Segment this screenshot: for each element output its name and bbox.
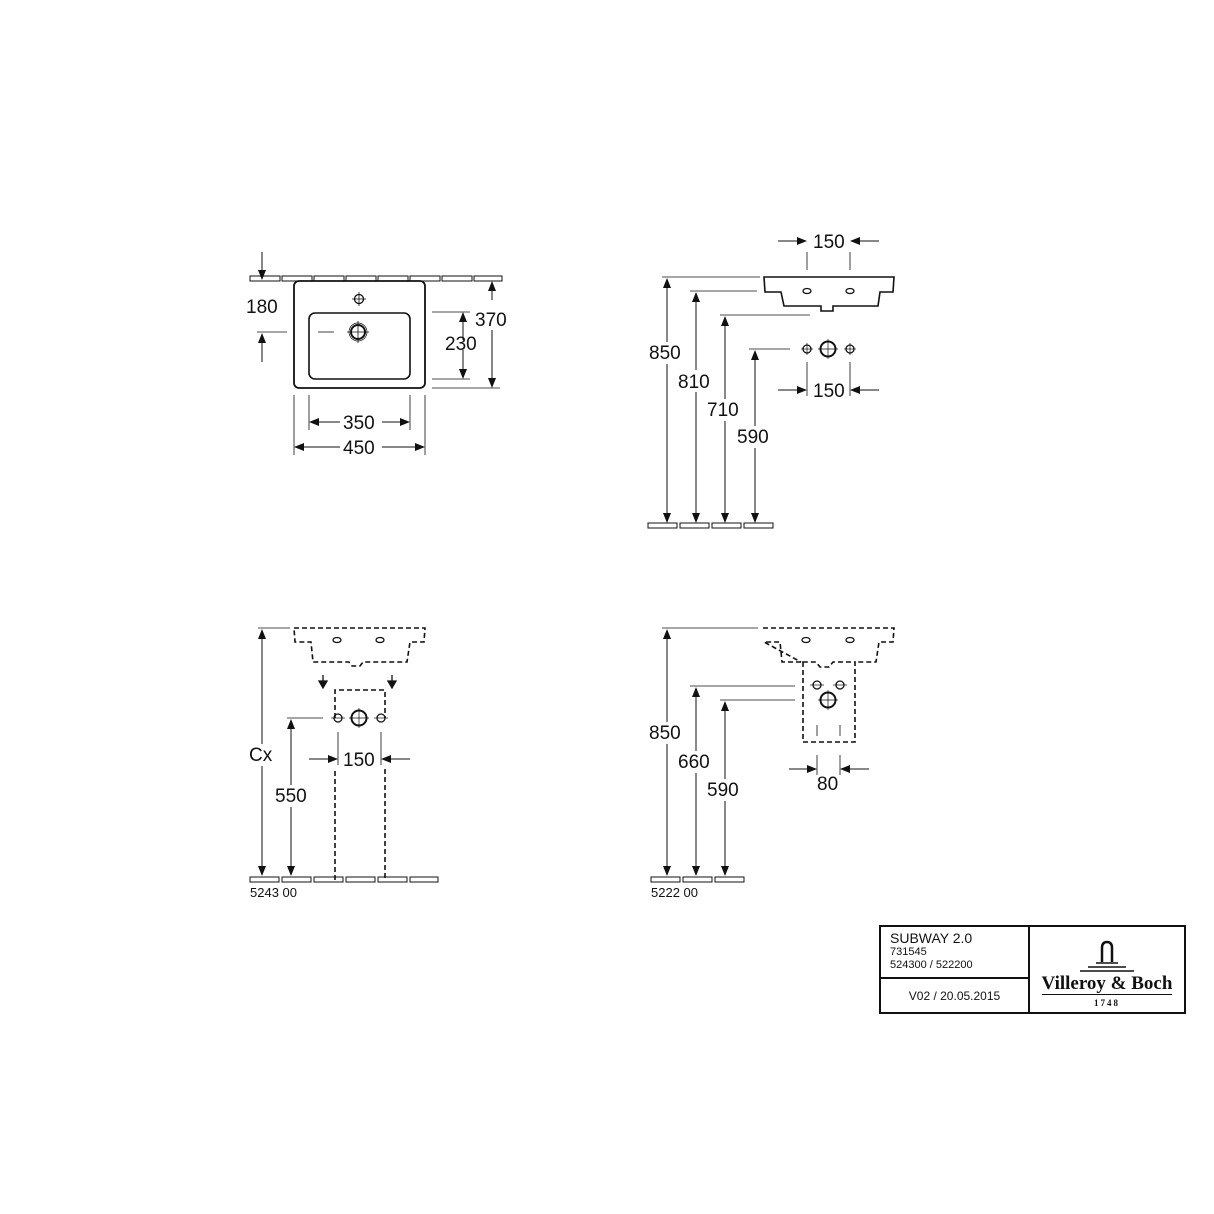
semi-pedestal-dashed xyxy=(802,661,856,743)
tap-arch-logo-icon xyxy=(1080,940,1134,972)
basin-dashed xyxy=(763,627,895,663)
dim-180: 180 xyxy=(246,297,278,318)
semi-pedestal-view xyxy=(650,627,895,883)
arrow-down-left xyxy=(317,675,329,690)
dim-590-semi: 590 xyxy=(707,780,739,801)
dim-80: 80 xyxy=(817,774,838,795)
brand-year: 1748 xyxy=(1094,998,1120,1008)
dim-550: 550 xyxy=(275,786,307,807)
dim-150-pedestal: 150 xyxy=(343,750,375,771)
basin-profile xyxy=(763,276,895,312)
dim-850: 850 xyxy=(649,343,681,364)
article-number: 731545 xyxy=(890,946,927,958)
brand-name: Villeroy & Boch xyxy=(1041,973,1173,995)
dim-450: 450 xyxy=(343,438,375,459)
dim-660: 660 xyxy=(678,752,710,773)
dim-150-bottom: 150 xyxy=(813,381,845,402)
dim-cx: Cx xyxy=(249,745,273,766)
bowl-outline xyxy=(308,312,411,380)
basin-dashed xyxy=(293,627,426,667)
basin-outline xyxy=(293,280,426,389)
pedestal-product-code: 5243 00 xyxy=(250,885,297,900)
pedestal-dashed xyxy=(334,689,386,880)
version-date: V02 / 20.05.2015 xyxy=(908,988,1001,1003)
arrow-down-right xyxy=(386,675,398,690)
top-view xyxy=(249,252,503,455)
dim-150-top: 150 xyxy=(813,232,845,253)
dim-370: 370 xyxy=(475,310,507,331)
dim-810: 810 xyxy=(678,372,710,393)
dim-350: 350 xyxy=(343,413,375,434)
dim-710: 710 xyxy=(707,400,739,421)
title-block-info: SUBWAY 2.0 731545 524300 / 522200 V02 / … xyxy=(881,927,1030,1012)
product-name: SUBWAY 2.0 xyxy=(890,930,973,946)
brand-panel: Villeroy & Boch 1748 xyxy=(1030,927,1184,1012)
title-block: SUBWAY 2.0 731545 524300 / 522200 V02 / … xyxy=(879,925,1186,1014)
dim-230: 230 xyxy=(445,334,477,355)
dim-590: 590 xyxy=(737,427,769,448)
dim-850-semi: 850 xyxy=(649,723,681,744)
accessory-numbers: 524300 / 522200 xyxy=(890,959,973,971)
semi-pedestal-product-code: 5222 00 xyxy=(651,885,698,900)
